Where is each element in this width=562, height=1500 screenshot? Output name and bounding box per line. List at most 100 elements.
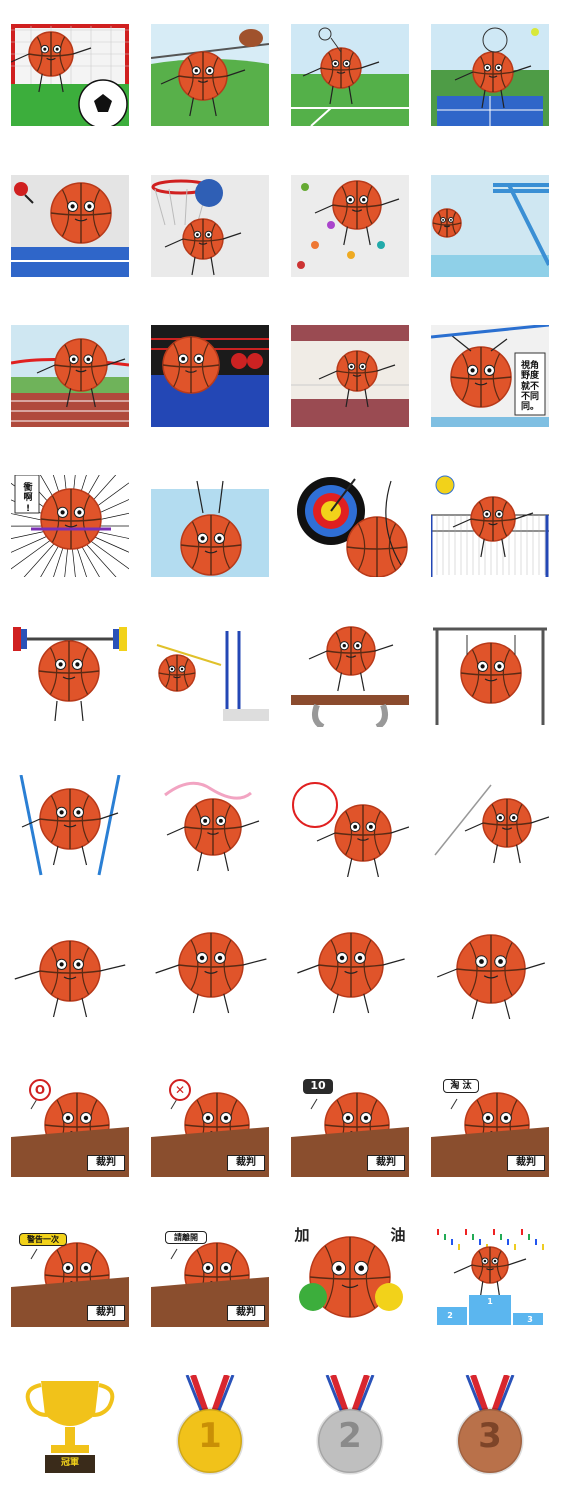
sticker-cycling-charge[interactable]: 衝 啊 ! xyxy=(11,475,129,577)
sticker-caption: 裁判 xyxy=(87,1155,125,1171)
judge-sign-label: 警告一次 xyxy=(19,1233,67,1247)
basketball-character xyxy=(50,182,112,244)
medal-icon xyxy=(176,1407,244,1475)
basketball-character xyxy=(460,642,522,704)
sticker-track-finish[interactable] xyxy=(11,325,129,427)
basketball-character xyxy=(472,51,514,93)
sticker-baseball-catch[interactable] xyxy=(151,24,269,126)
sticker-tennis[interactable] xyxy=(431,24,549,126)
limbs xyxy=(302,61,380,105)
sticker-caption: 3 xyxy=(478,1416,502,1456)
sticker-art xyxy=(11,925,129,1027)
basketball-character xyxy=(432,208,462,238)
face xyxy=(62,1112,92,1134)
face xyxy=(475,955,507,979)
medal-icon xyxy=(456,1407,524,1475)
sticker-judge-warning[interactable]: 裁判 警告一次 xyxy=(11,1225,129,1327)
sticker-ribbon-dance[interactable] xyxy=(151,775,269,877)
sticker-cheer[interactable]: 加油 xyxy=(291,1225,409,1327)
sticker-caption: 1 xyxy=(198,1416,222,1456)
basketball-character xyxy=(309,1236,391,1318)
face xyxy=(347,362,367,377)
basketball-character xyxy=(182,218,224,260)
basketball-character xyxy=(158,654,196,692)
sticker-art xyxy=(151,175,269,277)
face xyxy=(345,195,369,212)
sticker-art xyxy=(151,475,269,577)
sticker-caption: 2 xyxy=(447,1311,453,1320)
sticker-art xyxy=(291,325,409,427)
limbs xyxy=(454,65,532,109)
sticker-dance-pose-3[interactable] xyxy=(291,925,409,1027)
sticker-badminton[interactable] xyxy=(291,24,409,126)
sticker-bronze-medal[interactable]: 3 xyxy=(431,1375,549,1477)
face xyxy=(482,1112,512,1134)
limbs xyxy=(436,962,545,1020)
basketball-character xyxy=(184,798,242,856)
sticker-art xyxy=(11,775,129,877)
sticker-swimming-handstand[interactable] xyxy=(151,475,269,577)
face xyxy=(482,509,504,526)
sticker-art xyxy=(151,925,269,1027)
face xyxy=(168,665,186,679)
face xyxy=(339,641,363,658)
limbs xyxy=(318,364,396,408)
sticker-art xyxy=(431,625,549,727)
limbs xyxy=(166,820,260,872)
sticker-art xyxy=(291,175,409,277)
basketball-character xyxy=(162,336,220,394)
basketball-character xyxy=(28,31,74,77)
sticker-art xyxy=(291,925,409,1027)
sticker-art xyxy=(431,24,549,126)
judge-sign-label: 請離開 xyxy=(165,1231,207,1245)
sticker-silver-medal[interactable]: 2 xyxy=(291,1375,409,1477)
sticker-dance-pose-2[interactable] xyxy=(151,925,269,1027)
sticker-rock-climbing[interactable] xyxy=(291,175,409,277)
sticker-soccer-goalkeeper[interactable] xyxy=(11,24,129,126)
sticker-caption: 冠軍 xyxy=(60,1458,79,1468)
sticker-art xyxy=(291,1375,409,1477)
sticker-caption: 加 xyxy=(294,1226,310,1244)
sticker-judge-eliminated[interactable]: 裁判淘 汰 xyxy=(431,1075,549,1177)
basketball-character xyxy=(332,180,382,230)
sticker-dance-pose-4[interactable] xyxy=(431,925,549,1027)
sticker-diving[interactable] xyxy=(431,175,549,277)
sticker-judge-leave[interactable]: 裁判請離開 xyxy=(151,1225,269,1327)
basketball-character xyxy=(39,940,101,1002)
sticker-hoop-dance[interactable] xyxy=(291,775,409,877)
sticker-art xyxy=(151,24,269,126)
face xyxy=(202,1112,232,1134)
sticker-trophy[interactable]: 冠軍 xyxy=(11,1375,129,1477)
limbs xyxy=(164,232,242,276)
sticker-javelin[interactable] xyxy=(431,775,549,877)
sticker-art xyxy=(431,775,549,877)
face xyxy=(336,952,366,974)
pompom-green-icon xyxy=(299,1283,327,1311)
face xyxy=(495,813,519,830)
sticker-still-rings[interactable] xyxy=(431,625,549,727)
sticker-boxing[interactable] xyxy=(151,325,269,427)
sticker-gold-medal[interactable]: 1 xyxy=(151,1375,269,1477)
sticker-volleyball[interactable] xyxy=(431,475,549,577)
sticker-caption: 裁判 xyxy=(87,1305,125,1321)
sticker-archery[interactable] xyxy=(291,475,409,577)
sticker-weightlifting[interactable] xyxy=(11,625,129,727)
sticker-table-tennis[interactable] xyxy=(11,175,129,277)
sticker-handstand-angle[interactable]: 視角 野度 就不 不同 同。 xyxy=(431,325,549,427)
judge-sign-label: 淘 汰 xyxy=(443,1079,479,1094)
sticker-high-jump[interactable] xyxy=(151,625,269,727)
sticker-gymnastics-straps[interactable] xyxy=(11,775,129,877)
sticker-hurdles[interactable] xyxy=(291,325,409,427)
sticker-art xyxy=(11,325,129,427)
limbs xyxy=(316,826,409,877)
sticker-pommel-horse[interactable] xyxy=(291,625,409,727)
sticker-judge-wrong[interactable]: 裁判✕ xyxy=(151,1075,269,1177)
sticker-art xyxy=(431,1375,549,1477)
sticker-caption: 1 xyxy=(487,1297,493,1306)
paddle-icon xyxy=(14,182,28,196)
sticker-basketball-dunk[interactable] xyxy=(151,175,269,277)
sticker-dance-pose-1[interactable] xyxy=(11,925,129,1027)
